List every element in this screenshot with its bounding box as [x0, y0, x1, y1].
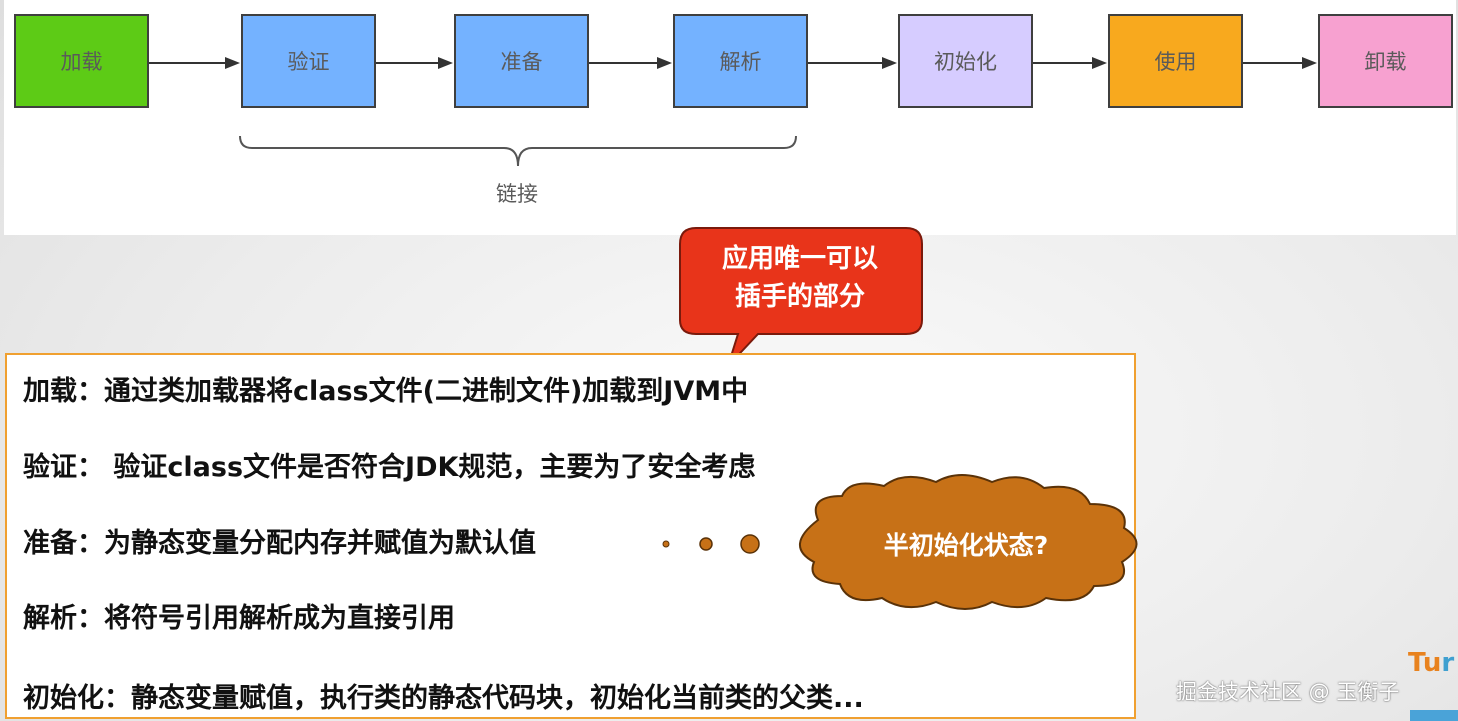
thought-dot-large	[740, 534, 760, 554]
corner-logo-tail: r	[1441, 648, 1455, 678]
stage-verification-label: 验证	[287, 50, 330, 74]
linking-label: 链接	[496, 182, 538, 206]
stage-unloading-label: 卸载	[1364, 50, 1407, 74]
callout-line-1: 应用唯一可以	[721, 244, 878, 274]
corner-logo-main: Tu	[1408, 648, 1442, 678]
linking-bracket	[239, 135, 797, 167]
stage-preparation: 准备	[454, 14, 589, 108]
stage-using: 使用	[1108, 14, 1243, 108]
stage-initialization-label: 初始化	[934, 50, 997, 74]
stage-loading-label: 加载	[60, 50, 103, 74]
watermark: 掘金技术社区 @ 玉衡子	[1176, 680, 1400, 704]
desc-preparation: 准备：为静态变量分配内存并赋值为默认值	[23, 528, 536, 559]
desc-resolution: 解析：将符号引用解析成为直接引用	[23, 603, 455, 634]
cloud-label: 半初始化状态?	[883, 531, 1049, 560]
stage-loading: 加载	[14, 14, 149, 108]
desc-verification: 验证： 验证class文件是否符合JDK规范，主要为了安全考虑	[23, 452, 756, 483]
stage-resolution-label: 解析	[719, 50, 762, 74]
desc-initialization: 初始化：静态变量赋值，执行类的静态代码块，初始化当前类的父类...	[23, 683, 864, 714]
arrow-6	[1243, 57, 1317, 69]
arrow-2	[376, 57, 453, 69]
arrow-5	[1033, 57, 1107, 69]
corner-bar	[1410, 710, 1458, 721]
stage-resolution: 解析	[673, 14, 808, 108]
stage-using-label: 使用	[1154, 50, 1197, 74]
desc-loading: 加载：通过类加载器将class文件(二进制文件)加载到JVM中	[23, 376, 749, 407]
callout-text: 应用唯一可以 插手的部分	[682, 240, 918, 316]
cloud-shape	[798, 474, 1138, 610]
arrow-3	[589, 57, 672, 69]
arrow-4	[808, 57, 897, 69]
callout-line-2: 插手的部分	[734, 282, 865, 312]
stage-unloading: 卸载	[1318, 14, 1453, 108]
description-box: 加载：通过类加载器将class文件(二进制文件)加载到JVM中 验证： 验证cl…	[5, 353, 1136, 719]
corner-logo: Tur	[1408, 648, 1454, 678]
stage-verification: 验证	[241, 14, 376, 108]
stage-preparation-label: 准备	[500, 50, 543, 74]
thought-dot-medium	[699, 537, 713, 551]
thought-dot-small	[662, 540, 670, 548]
stage-initialization: 初始化	[898, 14, 1033, 108]
arrow-1	[149, 57, 240, 69]
